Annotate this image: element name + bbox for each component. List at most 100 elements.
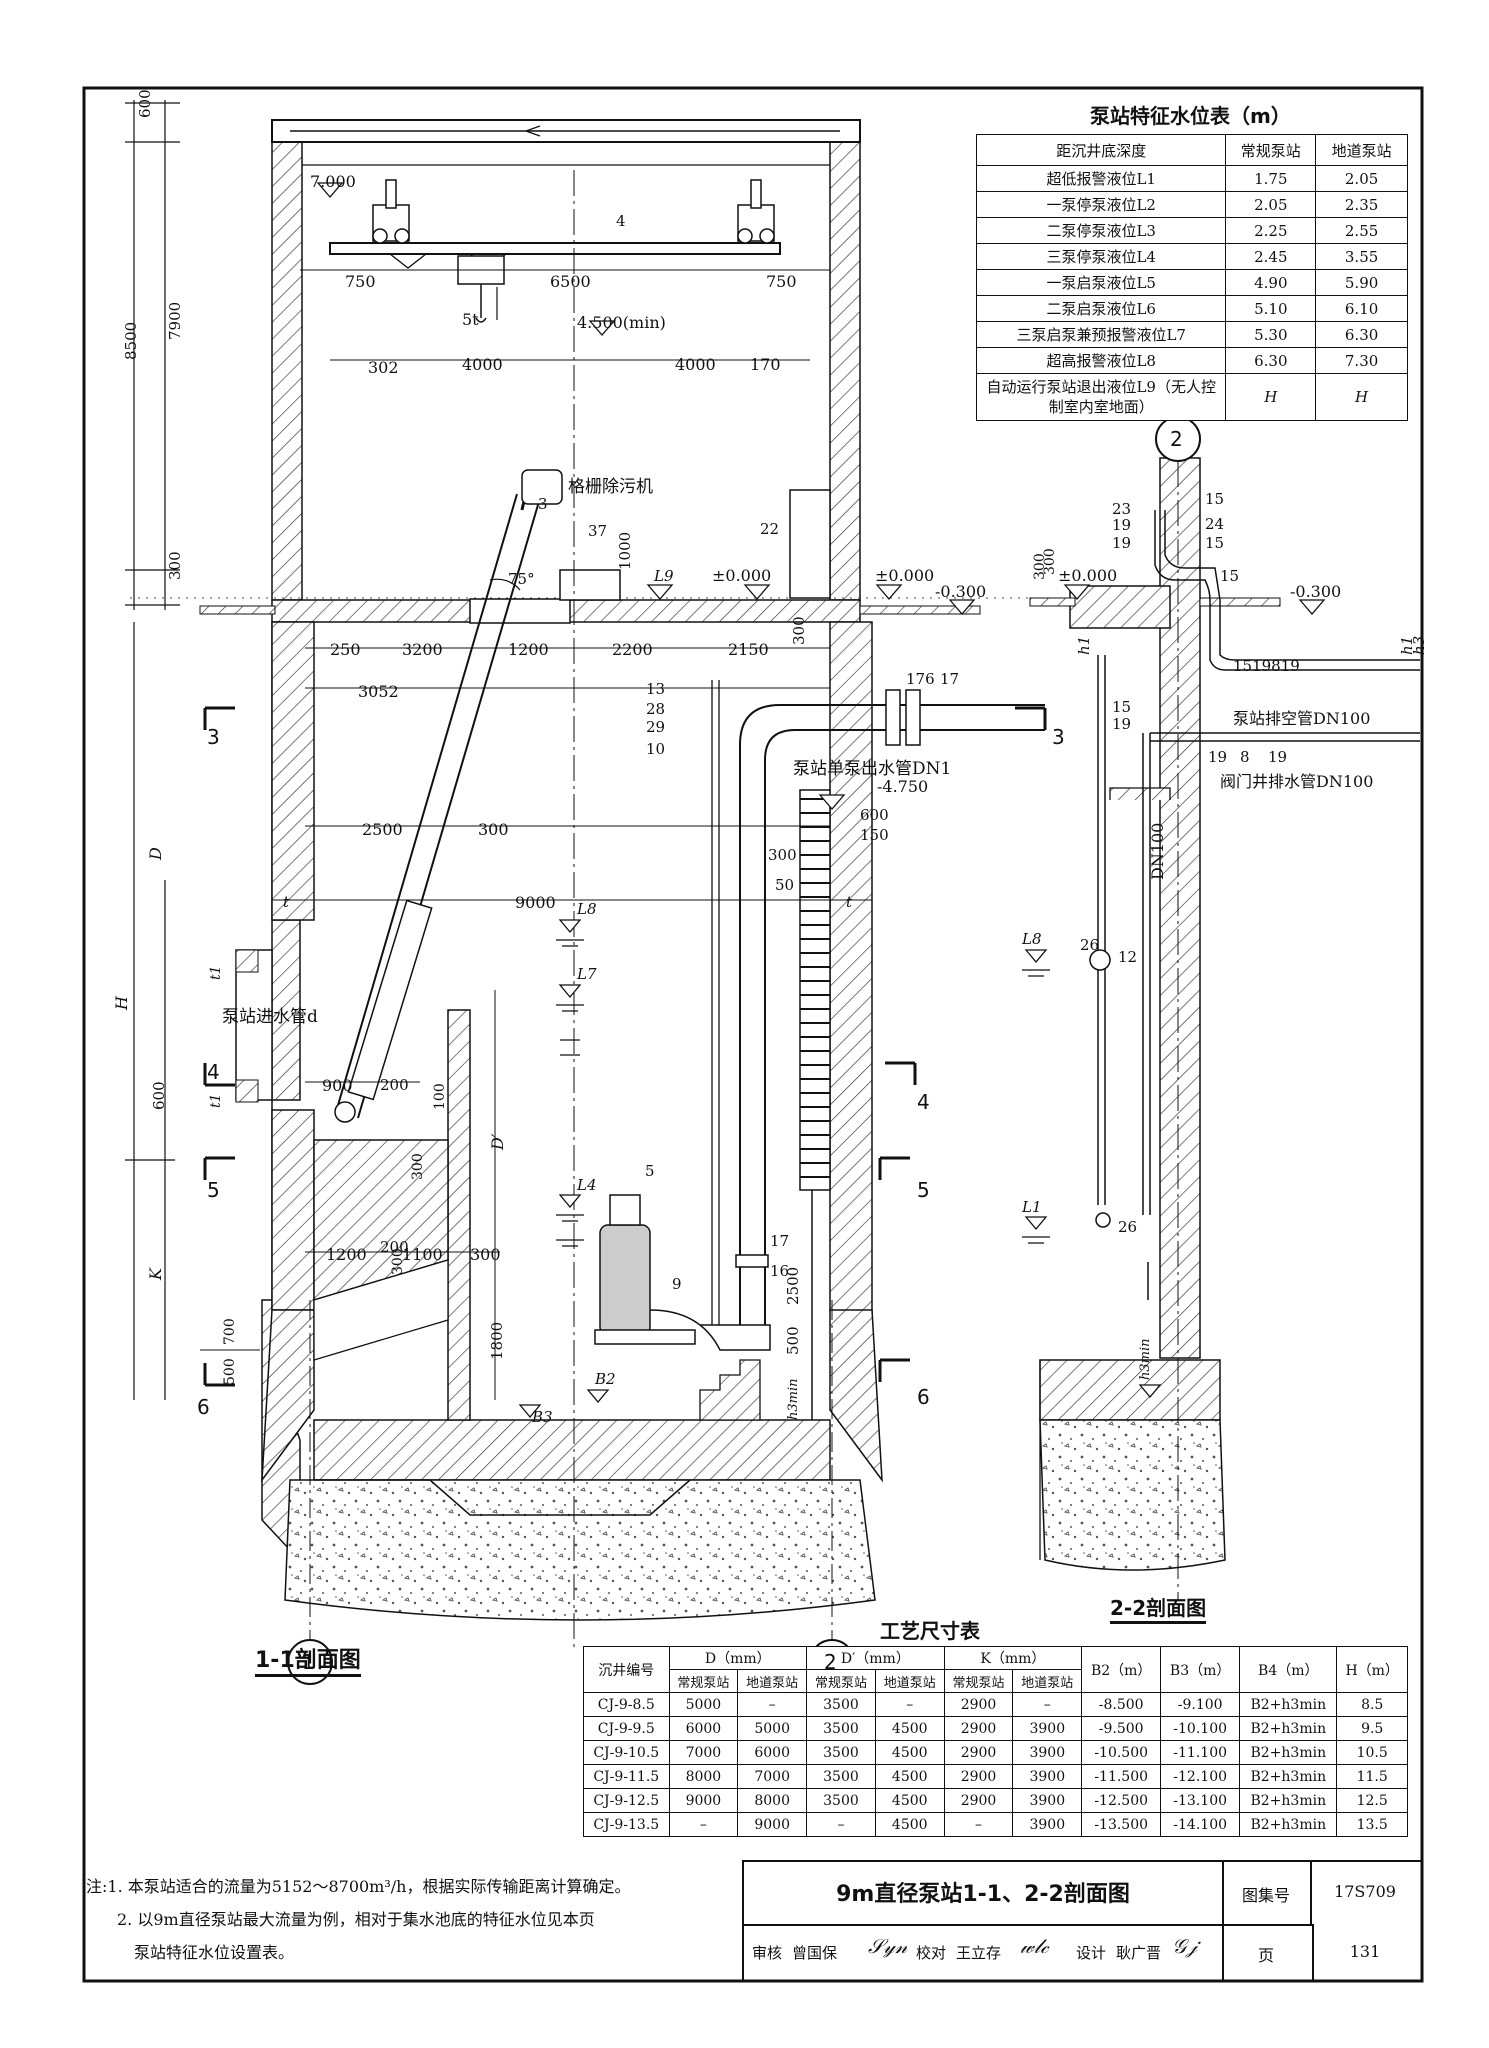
base-slab bbox=[313, 1419, 831, 1481]
section-mark-6-a: 6 bbox=[197, 1395, 210, 1419]
label-D: D bbox=[146, 847, 165, 860]
dim-700: 700 bbox=[222, 1318, 238, 1345]
process-header-6: B4（m） bbox=[1239, 1646, 1338, 1693]
callout-28: 28 bbox=[646, 700, 666, 718]
process-header-1: D（mm） bbox=[668, 1646, 808, 1670]
section-1-1-title: 1-1剖面图 bbox=[255, 1642, 361, 1677]
dim-3200: 3200 bbox=[402, 640, 443, 659]
water-level-cell: 2.45 bbox=[1225, 243, 1317, 270]
process-cell: 4500 bbox=[874, 1764, 945, 1789]
callout-3: 3 bbox=[538, 495, 548, 513]
water-level-markers bbox=[518, 919, 610, 1419]
dim-250: 250 bbox=[330, 640, 361, 659]
atlas-number: 17S709 bbox=[1334, 1882, 1396, 1901]
checker-name: 王立存 bbox=[956, 1944, 1002, 1962]
process-cell: 6000 bbox=[668, 1716, 739, 1741]
callout-19-d: 19 bbox=[1208, 748, 1228, 766]
process-cell: B2+h3min bbox=[1239, 1740, 1338, 1765]
water-level-cell: 6.30 bbox=[1315, 321, 1408, 348]
process-cell: 5000 bbox=[668, 1692, 739, 1717]
dim-600-c: 600 bbox=[150, 1081, 168, 1110]
process-cell: -13.500 bbox=[1081, 1812, 1162, 1837]
section-2-2-title: 2-2剖面图 bbox=[1110, 1592, 1207, 1624]
crane-hoist-right bbox=[737, 179, 775, 244]
designer-name: 耿广晋 bbox=[1116, 1944, 1162, 1962]
callout-19-c: 19 bbox=[1112, 715, 1132, 733]
callout-19-b: 19 bbox=[1112, 534, 1132, 552]
control-cabinet-22 bbox=[789, 489, 831, 599]
process-cell: 8000 bbox=[737, 1788, 808, 1813]
process-cell: 9000 bbox=[668, 1788, 739, 1813]
process-cell: -12.500 bbox=[1081, 1788, 1162, 1813]
process-cell: 5000 bbox=[737, 1716, 808, 1741]
elev-0000-b: ±0.000 bbox=[875, 566, 935, 585]
label-H: H bbox=[112, 996, 131, 1010]
callout-4: 4 bbox=[616, 212, 626, 230]
callout-17-a: 17 bbox=[940, 670, 960, 688]
process-cell: 4500 bbox=[874, 1716, 945, 1741]
label-vent-pipe: 泵站排空管DN100 bbox=[1233, 709, 1371, 728]
process-cell: 3900 bbox=[1012, 1740, 1083, 1765]
partition-wall bbox=[447, 1009, 471, 1421]
process-cell: 3900 bbox=[1012, 1764, 1083, 1789]
process-cell: – bbox=[737, 1692, 808, 1717]
process-cell: – bbox=[806, 1812, 876, 1837]
page-number: 131 bbox=[1349, 1942, 1381, 1961]
process-cell: B2+h3min bbox=[1239, 1764, 1338, 1789]
elev-0000-c: ±0.000 bbox=[1058, 566, 1118, 585]
process-cell: 7000 bbox=[668, 1740, 739, 1765]
section-mark-5-a: 5 bbox=[207, 1178, 220, 1202]
callout-15-c: 15 bbox=[1220, 567, 1240, 585]
process-cell: 9000 bbox=[737, 1812, 808, 1837]
room-wall-left bbox=[271, 119, 303, 601]
title-block: 9m直径泵站1-1、2-2剖面图 图集号 17S709 页 131 审核 曾国保… bbox=[742, 1860, 1422, 1982]
process-cell: -9.100 bbox=[1160, 1692, 1241, 1717]
process-cell: 8.5 bbox=[1336, 1692, 1408, 1717]
label-t-a: t bbox=[283, 893, 290, 911]
reviewer-signature: 𝒮𝓎𝓃 bbox=[868, 1934, 908, 1958]
process-cell: 3500 bbox=[806, 1740, 876, 1765]
process-cell: B2+h3min bbox=[1239, 1692, 1338, 1717]
process-cell: -12.100 bbox=[1160, 1764, 1241, 1789]
dim-200: 200 bbox=[380, 1076, 409, 1094]
dim-300-g: 300 bbox=[390, 1248, 406, 1275]
dim-300-i: 300 bbox=[1032, 553, 1048, 580]
dim-600: 600 bbox=[136, 89, 154, 118]
process-cell: 4500 bbox=[874, 1788, 945, 1813]
grid-axis-1 bbox=[287, 1639, 333, 1685]
review-label: 审核 bbox=[752, 1944, 783, 1962]
elev-m0300-b: -0.300 bbox=[1290, 582, 1342, 601]
process-cell: -9.500 bbox=[1081, 1716, 1162, 1741]
dim-302: 302 bbox=[368, 358, 399, 377]
water-level-cell: 自动运行泵站退出液位L9（无人控制室内室地面） bbox=[975, 373, 1227, 421]
dim-600-b: 600 bbox=[860, 806, 889, 824]
elev-7000: 7.000 bbox=[310, 172, 356, 191]
callout-26-b: 26 bbox=[1118, 1218, 1138, 1236]
process-cell: CJ-9-11.5 bbox=[583, 1764, 670, 1789]
water-level-cell: 5.30 bbox=[1225, 321, 1317, 348]
drawing-title: 9m直径泵站1-1、2-2剖面图 bbox=[836, 1882, 1130, 1907]
callout-10: 10 bbox=[646, 740, 666, 758]
dim-900: 900 bbox=[322, 1076, 353, 1095]
shaft-wall-right bbox=[829, 621, 873, 1313]
dim-300-f: 300 bbox=[470, 1245, 501, 1264]
process-subheader: 地道泵站 bbox=[874, 1669, 945, 1693]
room-wall-right bbox=[829, 119, 861, 601]
water-level-cell: 3.55 bbox=[1315, 243, 1408, 270]
process-header-5: B3（m） bbox=[1160, 1646, 1241, 1693]
process-subheader: 地道泵站 bbox=[1012, 1669, 1083, 1693]
process-cell: -11.100 bbox=[1160, 1740, 1241, 1765]
process-cell: 2900 bbox=[943, 1740, 1014, 1765]
note-3: 泵站特征水位设置表。 bbox=[134, 1943, 295, 1962]
process-cell: – bbox=[943, 1812, 1014, 1837]
wall-ladder bbox=[799, 789, 831, 1191]
callout-15-d: 15 bbox=[1112, 698, 1132, 716]
dim-100: 100 bbox=[432, 1083, 448, 1110]
